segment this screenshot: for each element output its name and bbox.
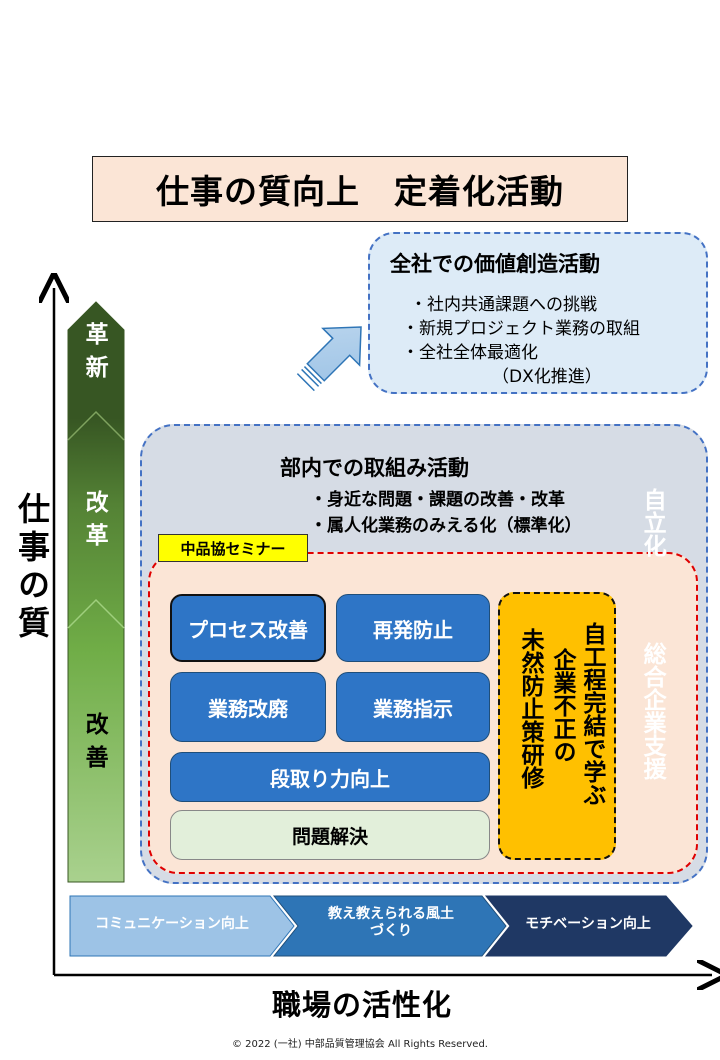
chevron-label-1: コミュニケーション向上: [95, 916, 249, 932]
company-wide-cloud: 全社での価値創造活動 ・社内共通課題への挑戦 ・新規プロジェクト業務の取組 ・全…: [368, 232, 708, 394]
work-abolish-box: 業務改廃: [170, 672, 326, 742]
department-item: ・属人化業務のみえる化（標準化）: [310, 516, 582, 536]
fraud-text-col1: 自工程完結で学ぶ: [579, 622, 605, 806]
fraud-text-col3: 未然防止策研修: [517, 628, 543, 789]
problem-solving-box: 問題解決: [170, 810, 490, 860]
up-right-block-arrow: [296, 326, 362, 392]
work-instruction-box: 業務指示: [336, 672, 490, 742]
right-arrow-bottom-label: 総合企業支援: [639, 642, 666, 780]
chevron-label-2: 教え教えられる風土 づくり: [328, 906, 454, 939]
copyright: © 2022 (一社) 中部品質管理協会 All Rights Reserved…: [232, 1039, 488, 1050]
company-wide-item: （DX化推進）: [492, 367, 602, 387]
left-arrow-bottom-label: 改善: [81, 712, 108, 778]
fraud-text-col2: 企業不正の: [549, 648, 575, 763]
recurrence-prevention-box: 再発防止: [336, 594, 490, 662]
right-arrow-top-label: 自立化: [639, 488, 666, 557]
company-wide-item: ・新規プロジェクト業務の取組: [402, 319, 640, 339]
chevron-bar: [69, 895, 693, 957]
seminar-label: 中品協セミナー: [158, 534, 308, 562]
setup-skill-box: 段取り力向上: [170, 752, 490, 802]
left-arrow-top-label: 革新: [81, 322, 108, 388]
department-item: ・身近な問題・課題の改善・改革: [310, 490, 565, 510]
left-growth-arrow: [67, 301, 125, 883]
y-axis-label: 仕事の質: [13, 492, 51, 644]
page-title: 仕事の質向上 定着化活動: [92, 156, 628, 222]
x-axis-label: 職場の活性化: [272, 988, 453, 1022]
department-heading: 部内での取組み活動: [280, 456, 469, 480]
left-arrow-middle-label: 改革: [81, 490, 108, 556]
company-wide-item: ・社内共通課題への挑戦: [410, 295, 597, 315]
chevron-label-3: モチベーション向上: [525, 916, 651, 932]
process-improvement-box: プロセス改善: [170, 594, 326, 662]
company-wide-heading: 全社での価値創造活動: [390, 252, 600, 276]
company-wide-item: ・全社全体最適化: [402, 343, 538, 363]
fraud-prevention-box: 自工程完結で学ぶ 企業不正の 未然防止策研修: [498, 592, 616, 860]
